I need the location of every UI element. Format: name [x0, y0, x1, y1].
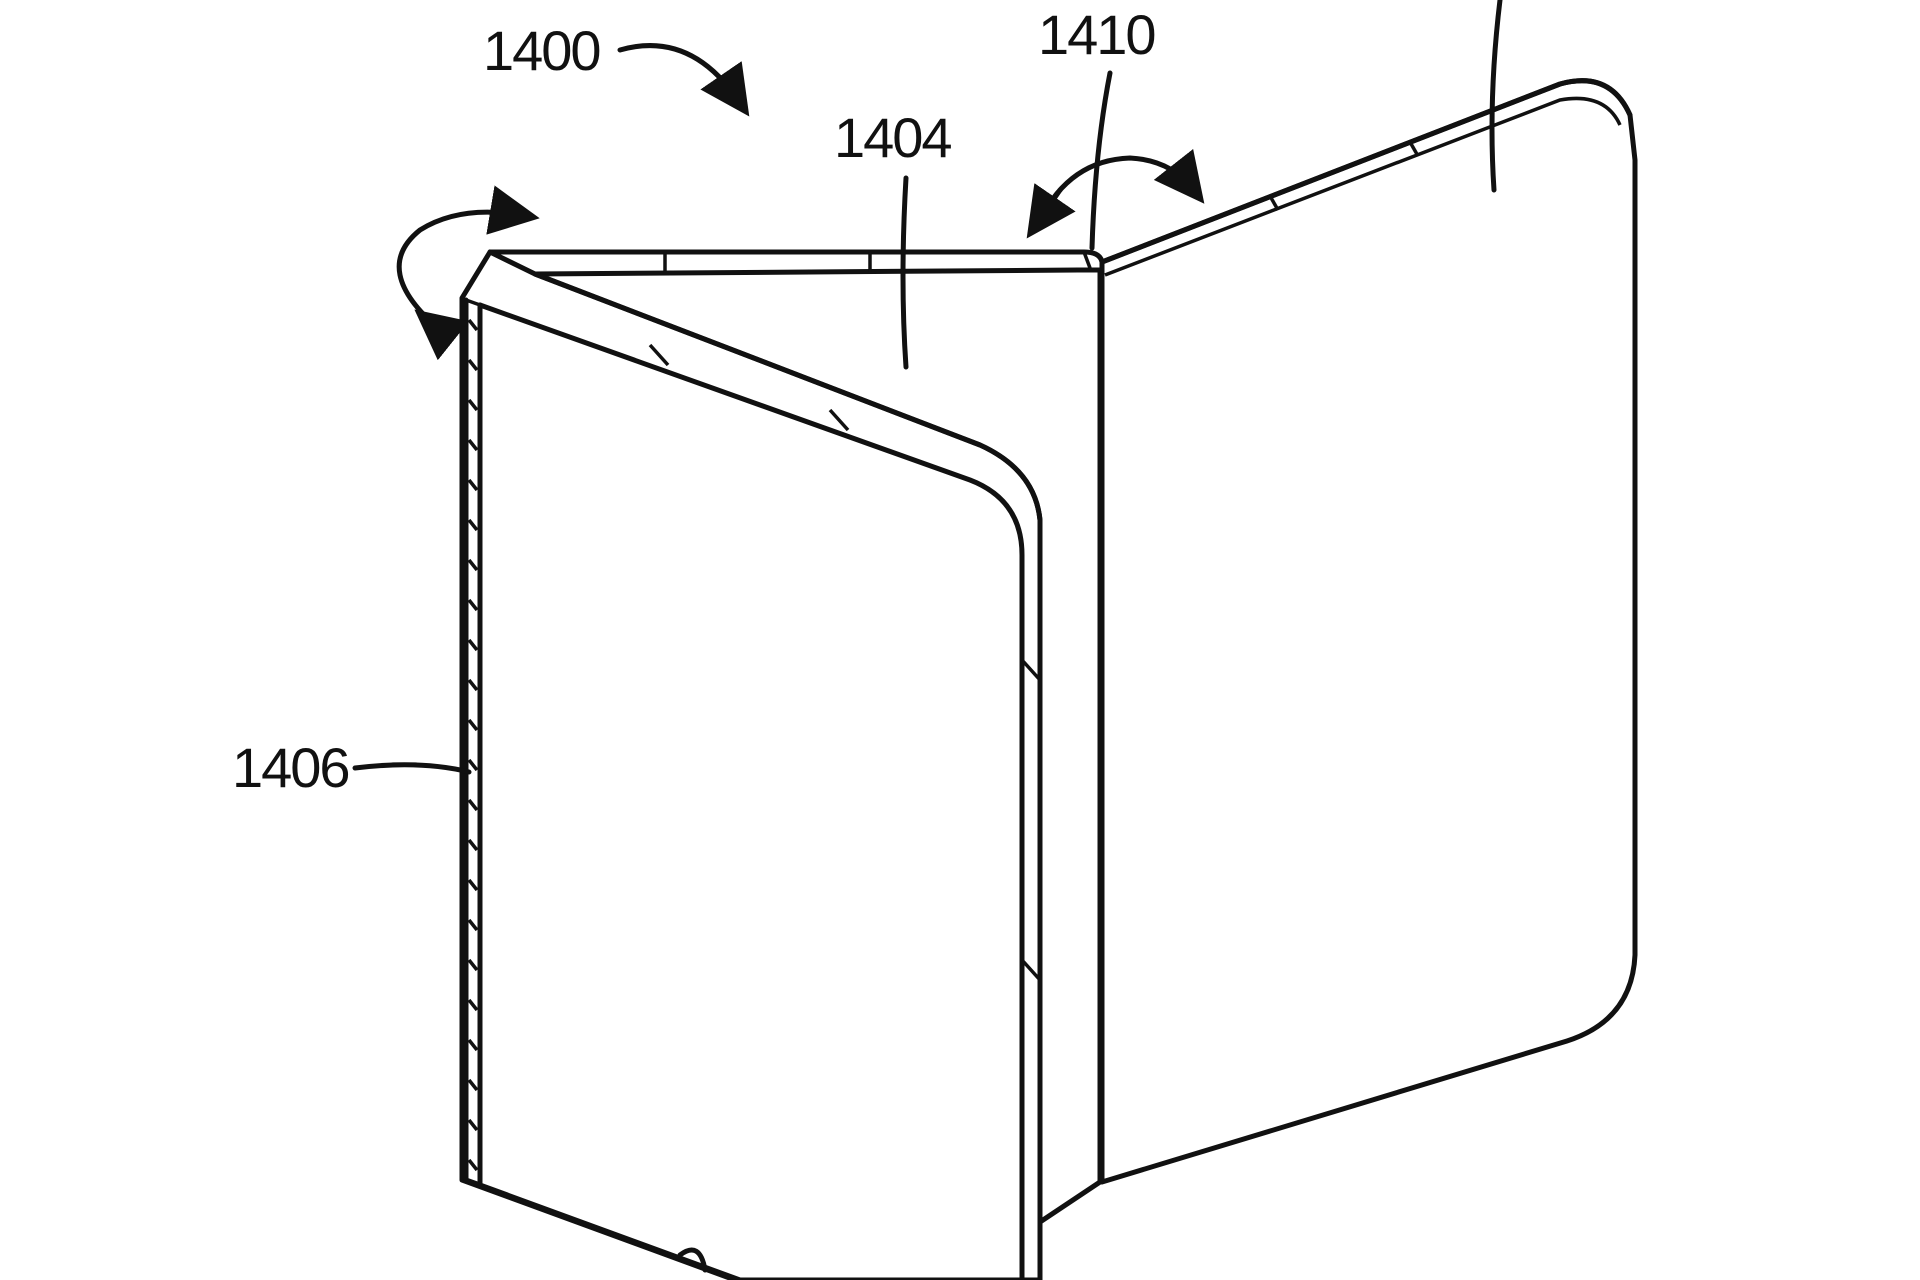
label-1406: 1406 [232, 736, 349, 799]
label-1400: 1400 [483, 19, 600, 82]
front-panel [459, 249, 1043, 1280]
left-rotation-arrow-icon [396, 185, 540, 333]
hinge-rotation-arrow-icon [1037, 148, 1205, 223]
leader-lines [352, 0, 1503, 1273]
rotation-arrows [396, 148, 1205, 361]
label-1410: 1410 [1038, 3, 1155, 66]
middle-panel [487, 249, 1105, 1225]
label-1404: 1404 [834, 106, 951, 169]
right-panel [1099, 78, 1638, 1185]
